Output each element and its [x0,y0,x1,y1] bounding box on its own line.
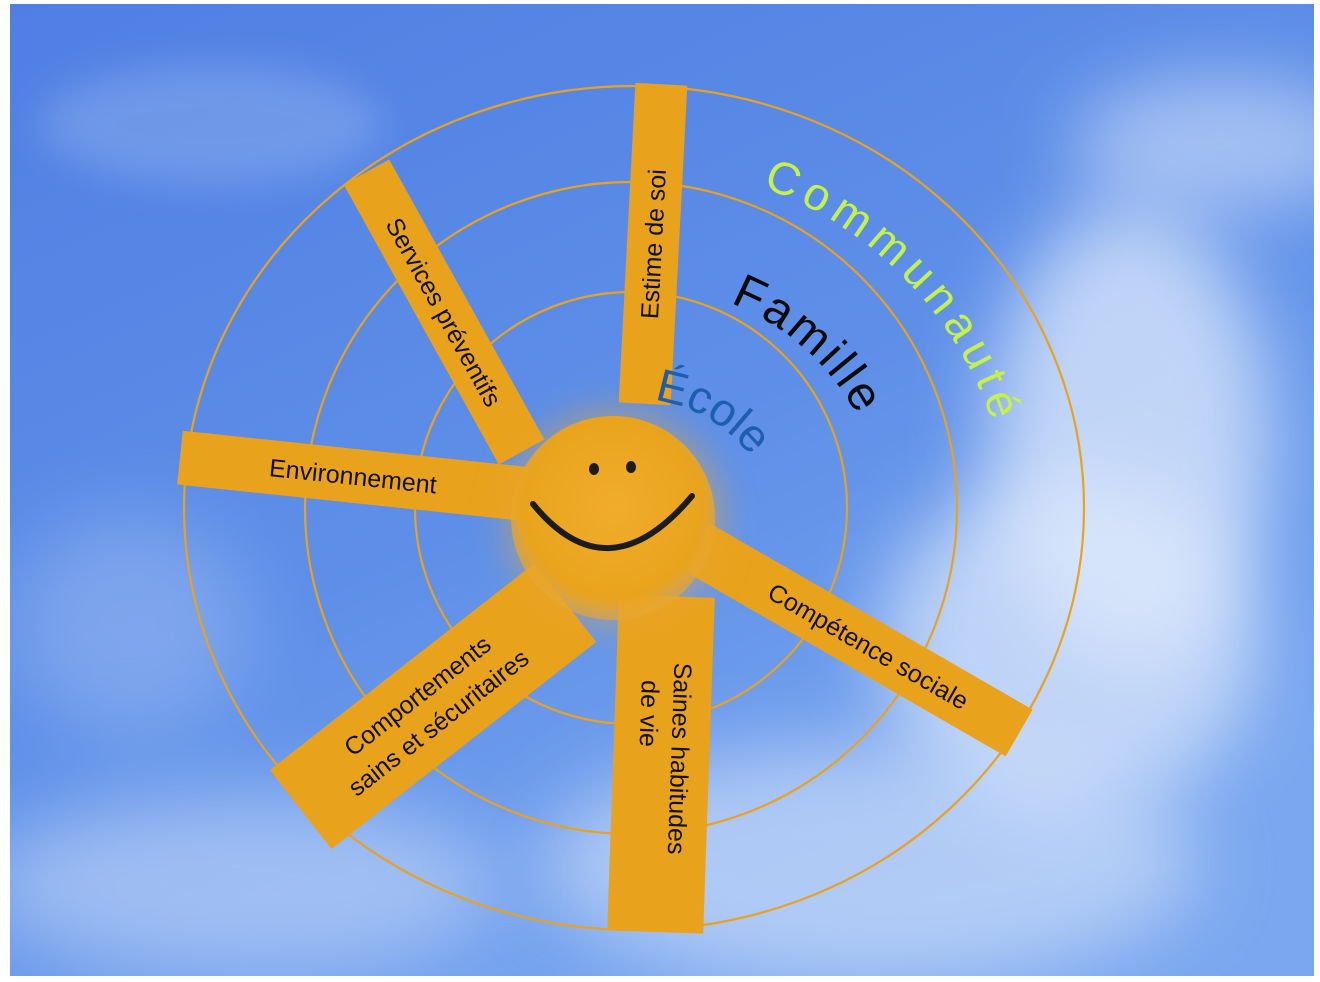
wellbeing-wheel-diagram: Estime de soi Services préventifs Enviro… [10,4,1314,976]
spoke-band [683,523,1033,757]
spoke-label-saines-1: Saines habitudes [662,662,697,855]
smiley-eye-left [589,463,599,475]
spoke-band [607,594,715,934]
spoke-saines: Saines habitudes de vie [607,594,715,934]
spoke-band [343,159,545,465]
smiley-eye-right [626,461,636,473]
spoke-band [618,82,688,406]
spoke-band [269,563,597,849]
smiley-sun-icon [508,412,720,624]
spoke-label-saines-2: de vie [634,680,664,748]
smiley-mouth [530,493,695,552]
slide-canvas: Estime de soi Services préventifs Enviro… [10,4,1314,976]
spoke-band [177,430,533,522]
spoke-environnement: Environnement [177,430,533,522]
spoke-estime: Estime de soi [618,82,688,406]
